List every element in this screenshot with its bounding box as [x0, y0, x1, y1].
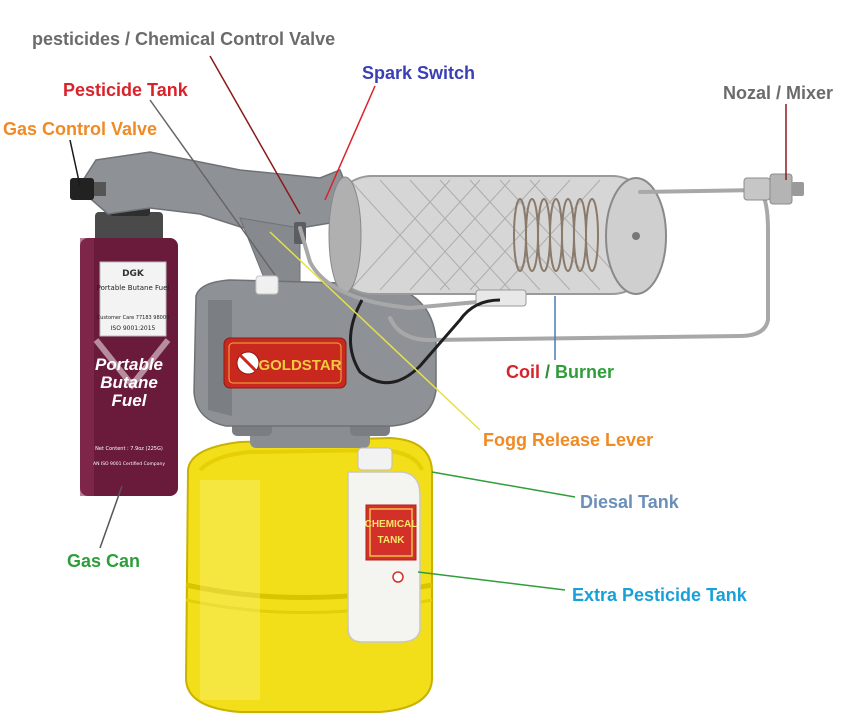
label-spark-switch: Spark Switch	[362, 63, 476, 83]
label-chemical-control-valve: pesticides / Chemical Control Valve	[32, 29, 336, 49]
chemical-bottle-label-line2: TANK	[377, 535, 405, 546]
leader-lines	[69, 55, 787, 591]
label-coil: Coil	[506, 362, 540, 382]
combustion-chamber	[328, 175, 667, 295]
label-diesal-tank: Diesal Tank	[580, 492, 679, 512]
label-fogg-release-lever: Fogg Release Lever	[483, 430, 654, 450]
brand-dot-icon	[392, 571, 404, 583]
can-maker: DGK	[122, 269, 145, 279]
label-gas-can: Gas Can	[67, 551, 141, 571]
label-nozal-mixer: Nozal / Mixer	[723, 83, 834, 103]
label-burner: Burner	[555, 362, 615, 382]
can-big3: Fuel	[112, 391, 148, 410]
nozzle-mixer	[743, 173, 804, 205]
label-coil-separator: /	[540, 362, 556, 382]
label-coil-burner: Coil / Burner	[506, 363, 614, 381]
can-cert: AN ISO 9001 Certified Company	[93, 461, 165, 467]
can-big2: Butane	[100, 373, 158, 392]
can-net: Net Content : 7.9oz (225G)	[95, 446, 163, 452]
brand-name: GOLDSTAR	[258, 357, 341, 374]
chemical-bottle: CHEMICAL TANK	[347, 447, 421, 643]
fuel-hose	[349, 298, 501, 385]
can-care: Customer Care 77183 98000	[97, 315, 169, 321]
can-big1: Portable	[95, 355, 163, 374]
pipes	[298, 188, 770, 343]
can-line1: Portable Butane Fuel	[97, 284, 170, 292]
can-iso: ISO 9001:2015	[111, 325, 156, 332]
label-gas-control-valve: Gas Control Valve	[3, 119, 158, 139]
gas-can: DGK Portable Butane Fuel Customer Care 7…	[80, 200, 178, 496]
chemical-bottle-label-line1: CHEMICAL	[365, 519, 418, 530]
gas-valve-knob	[70, 178, 106, 200]
label-pesticide-tank: Pesticide Tank	[63, 80, 188, 100]
label-extra-pesticide-tank: Extra Pesticide Tank	[572, 585, 747, 605]
